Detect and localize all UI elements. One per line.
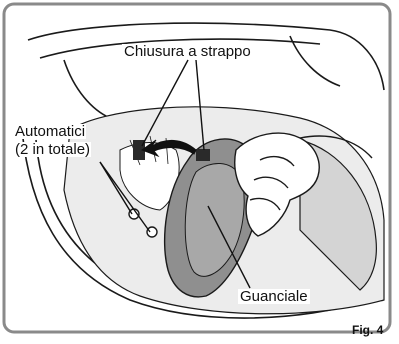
snaps-label-line1: Automatici	[14, 124, 86, 139]
snap-button-2	[147, 227, 157, 237]
snaps-label-line2: (2 in totale)	[14, 142, 91, 157]
hook-and-loop-label: Chiusura a strappo	[122, 44, 253, 59]
hook-loop-patch-pad	[196, 149, 210, 161]
figure-label: Fig. 4	[352, 324, 383, 336]
cheek-pad-label: Guanciale	[238, 289, 310, 304]
